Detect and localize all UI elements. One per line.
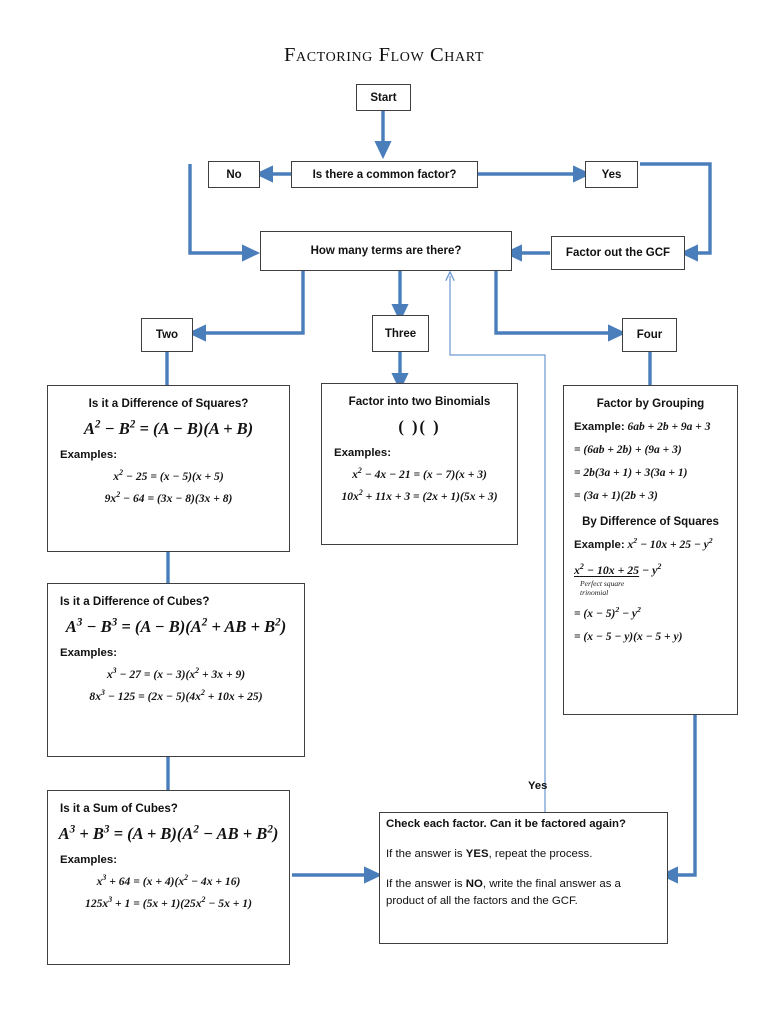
- card-grouping-title: Factor by Grouping: [596, 397, 705, 410]
- card-grouping-perfect-square-underlined: x2 − 10x + 25: [574, 562, 640, 577]
- node-no-label: No: [226, 168, 242, 181]
- node-factor-out-gcf-label: Factor out the GCF: [565, 247, 671, 259]
- edge-terms-to-two: [187, 271, 305, 342]
- card-grouping-step-3: = (3a + 1)(2b + 3): [574, 490, 658, 502]
- card-grouping-step2-1: = (x − 5)2 − y2: [574, 605, 641, 620]
- node-two[interactable]: Two: [141, 318, 193, 352]
- card-doc-examples-label: Examples:: [60, 647, 117, 659]
- node-three-label: Three: [384, 327, 417, 340]
- card-soc-formula: A3 + B3 = (A + B)(A2 − AB + B2): [58, 823, 279, 843]
- card-difference-of-cubes[interactable]: Is it a Difference of Cubes? A3 − B3 = (…: [47, 583, 305, 757]
- card-grouping-example2-line: Example: x2 − 10x + 25 − y2: [574, 536, 729, 551]
- card-sum-of-cubes[interactable]: Is it a Sum of Cubes? A3 + B3 = (A + B)(…: [47, 790, 290, 965]
- card-check-body: Check each factor. Can it be factored ag…: [380, 813, 667, 910]
- card-binomials-example-1: x2 − 4x − 21 = (x − 7)(x + 3): [352, 466, 487, 481]
- node-three[interactable]: Three: [372, 315, 429, 352]
- card-dos-title: Is it a Difference of Squares?: [88, 397, 249, 410]
- card-binomials-title: Factor into two Binomials: [348, 395, 491, 408]
- card-grouping-perfect-square-line: x2 − 10x + 25 − y2: [574, 563, 729, 578]
- card-check-line-1: Check each factor. Can it be factored ag…: [386, 818, 626, 830]
- card-doc-example-1: x3 − 27 = (x − 3)(x2 + 3x + 9): [106, 666, 246, 681]
- node-factor-out-gcf[interactable]: Factor out the GCF: [551, 236, 685, 270]
- card-grouping-perfect-square-note: Perfect square trinomial: [580, 579, 625, 597]
- edge-label-yes-feedback: Yes: [528, 780, 548, 792]
- card-grouping-example2-expr: x2 − 10x + 25 − y2: [627, 536, 713, 551]
- card-doc-title: Is it a Difference of Cubes?: [60, 595, 210, 608]
- node-yes[interactable]: Yes: [585, 161, 638, 188]
- page-title: Factoring Flow Chart: [284, 44, 484, 66]
- card-binomials-examples-label: Examples:: [334, 447, 391, 459]
- card-grouping-example-label: Example:: [574, 421, 625, 433]
- card-doc-formula: A3 − B3 = (A − B)(A2 + AB + B2): [65, 616, 287, 636]
- card-doc-example-2: 8x3 − 125 = (2x − 5)(4x2 + 10x + 25): [89, 688, 263, 703]
- node-four[interactable]: Four: [622, 318, 677, 352]
- card-grouping-step2-2: = (x − 5 − y)(x − 5 + y): [574, 631, 683, 643]
- card-check-line-3-pre: If the answer is: [386, 878, 466, 891]
- card-dos-example-1: x2 − 25 = (x − 5)(x + 5): [113, 468, 224, 483]
- card-check-line-3: If the answer is NO, write the final ans…: [386, 876, 661, 910]
- node-start[interactable]: Start: [356, 84, 411, 111]
- card-factor-by-grouping[interactable]: Factor by Grouping Example: 6ab + 2b + 9…: [563, 385, 738, 715]
- card-grouping-example-line: Example: 6ab + 2b + 9a + 3: [574, 421, 729, 433]
- node-how-many-terms-label: How many terms are there?: [310, 245, 462, 257]
- card-soc-examples-label: Examples:: [60, 854, 117, 866]
- card-check-line-2-pre: If the answer is: [386, 848, 466, 861]
- card-dos-examples-label: Examples:: [60, 449, 117, 461]
- card-dos-formula: A2 − B2 = (A − B)(A + B): [83, 418, 254, 438]
- card-check-line-3-emphasis: NO: [465, 878, 483, 891]
- node-start-label: Start: [370, 91, 397, 104]
- card-soc-title: Is it a Sum of Cubes?: [60, 802, 178, 815]
- node-two-label: Two: [155, 329, 179, 341]
- node-yes-label: Yes: [601, 168, 622, 181]
- card-check-each-factor[interactable]: Check each factor. Can it be factored ag…: [379, 812, 668, 944]
- card-difference-of-squares[interactable]: Is it a Difference of Squares? A2 − B2 =…: [47, 385, 290, 552]
- card-grouping-step-2: = 2b(3a + 1) + 3(3a + 1): [574, 467, 688, 479]
- card-binomials-template: ( )( ): [398, 417, 441, 436]
- node-common-factor-label: Is there a common factor?: [312, 168, 457, 181]
- card-two-binomials[interactable]: Factor into two Binomials ( )( ) Example…: [321, 383, 518, 545]
- card-grouping-perfect-square-tail: − y2: [639, 562, 662, 577]
- card-soc-example-1: x3 + 64 = (x + 4)(x2 − 4x + 16): [96, 873, 241, 888]
- card-grouping-example-expr: 6ab + 2b + 9a + 3: [627, 421, 711, 433]
- card-grouping-example2-label: Example:: [574, 539, 625, 551]
- card-check-line-2-emphasis: YES: [465, 848, 489, 861]
- card-dos-example-2: 9x2 − 64 = (3x − 8)(3x + 8): [104, 490, 233, 505]
- card-soc-example-2: 125x3 + 1 = (5x + 1)(25x2 − 5x + 1): [85, 895, 252, 910]
- card-binomials-example-2: 10x2 + 11x + 3 = (2x + 1)(5x + 3): [341, 488, 498, 503]
- card-grouping-subtitle: By Difference of Squares: [582, 516, 719, 528]
- card-check-line-2-post: , repeat the process.: [488, 848, 593, 861]
- edge-grouping-to-check: [659, 715, 697, 884]
- card-grouping-step-1: = (6ab + 2b) + (9a + 3): [574, 444, 682, 456]
- card-check-line-3-post: , write the final answer as a product of…: [386, 878, 621, 908]
- card-check-line-2: If the answer is YES, repeat the process…: [386, 846, 661, 863]
- edge-terms-to-four: [494, 271, 627, 342]
- node-how-many-terms[interactable]: How many terms are there?: [260, 231, 512, 271]
- node-common-factor-question[interactable]: Is there a common factor?: [291, 161, 478, 188]
- node-four-label: Four: [636, 329, 663, 341]
- node-no[interactable]: No: [208, 161, 260, 188]
